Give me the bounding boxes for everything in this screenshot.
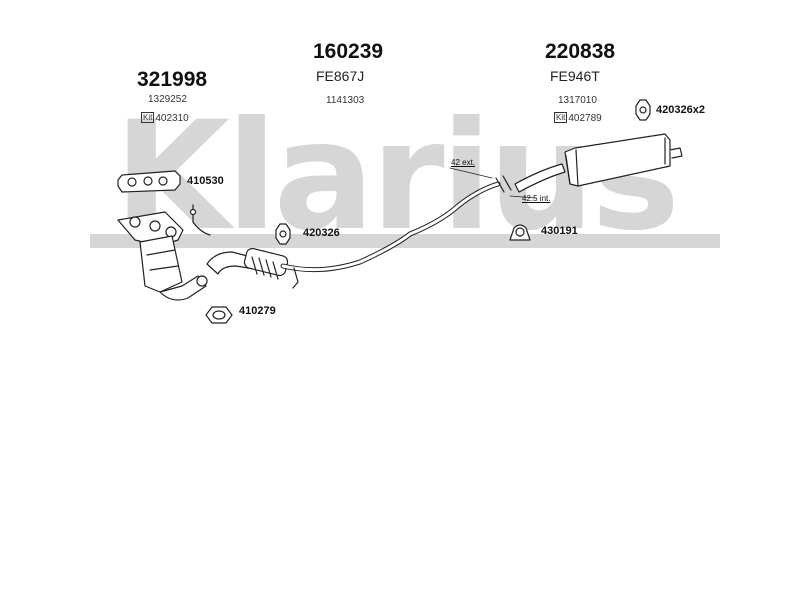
rubber-mount-pair-icon xyxy=(635,99,651,121)
oe-number: 1317010 xyxy=(558,95,597,106)
kit-number: 402789 xyxy=(568,113,602,124)
part-label-410530: 410530 xyxy=(187,175,224,187)
watermark-underline xyxy=(90,234,720,248)
rubber-mount-icon xyxy=(275,223,291,245)
reference-code: FE867J xyxy=(316,68,365,84)
part-label-430191: 430191 xyxy=(541,225,578,237)
reference-code: FE946T xyxy=(550,68,600,84)
clamp-icon xyxy=(509,224,531,241)
ext-dim-line xyxy=(449,167,493,179)
oxygen-sensor-icon xyxy=(189,204,211,236)
rear-silencer-icon xyxy=(514,133,683,193)
manifold-gasket-icon xyxy=(117,170,181,193)
part-number-321998: 321998 xyxy=(137,68,208,91)
part-number-220838: 220838 xyxy=(545,40,616,63)
pipe-joint-icon xyxy=(495,175,512,193)
catalytic-converter-icon xyxy=(117,211,208,301)
kit-badge: Kit xyxy=(554,112,568,123)
kit-number: 402310 xyxy=(155,113,189,124)
part-number-160239: 160239 xyxy=(313,40,384,63)
int-dim-line xyxy=(509,195,537,199)
dimension-internal: 42.5 int. xyxy=(522,194,551,203)
front-pipe-icon xyxy=(206,181,501,289)
part-label-420326x2: 420326x2 xyxy=(656,104,705,116)
oe-number: 1329252 xyxy=(148,94,187,105)
kit-badge: Kit xyxy=(141,112,155,123)
part-label-420326: 420326 xyxy=(303,227,340,239)
flange-gasket-icon xyxy=(205,306,233,324)
oe-number: 1141303 xyxy=(326,95,365,106)
dimension-external: 42 ext. xyxy=(451,158,476,167)
part-label-410279: 410279 xyxy=(239,305,276,317)
